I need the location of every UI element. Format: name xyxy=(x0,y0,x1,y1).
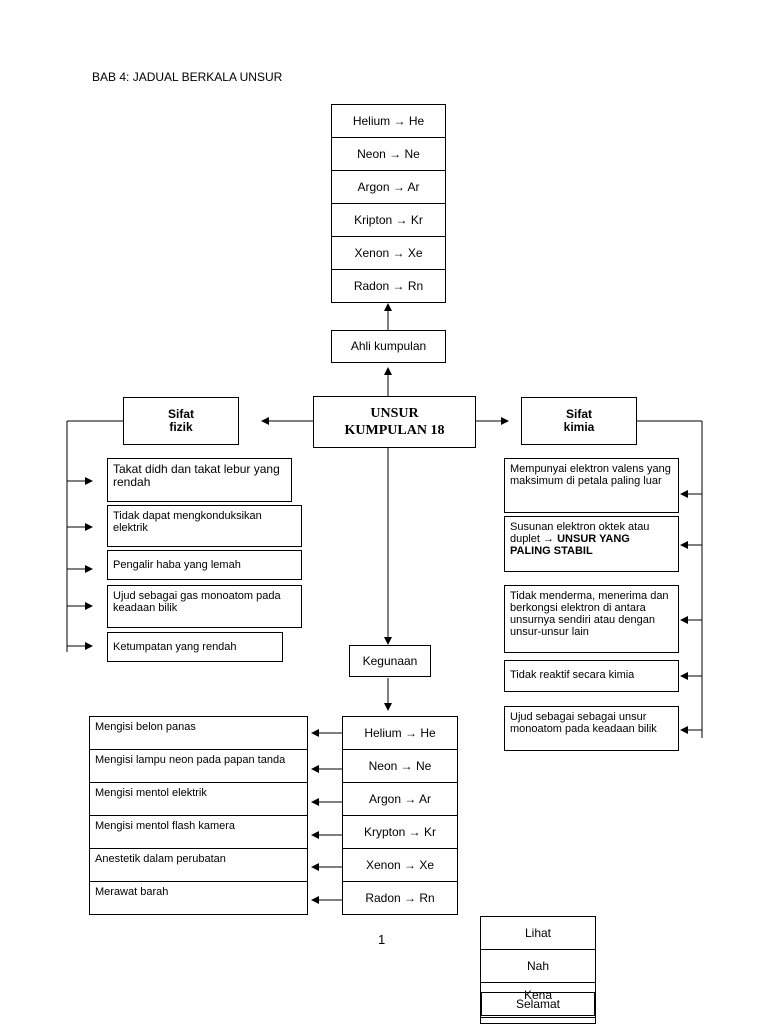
physical-heading-line1: Sifat xyxy=(167,407,194,421)
member-xenon: Xenon → Xe xyxy=(331,236,446,270)
member-argon: Argon → Ar xyxy=(331,170,446,204)
chemical-item-2: Susunan elektron oktek atau duplet → UNS… xyxy=(504,516,679,572)
chemical-heading-line2: kimia xyxy=(563,420,595,434)
uses-label: Kegunaan xyxy=(349,645,431,677)
uses-element-argon: Argon → Ar xyxy=(342,782,458,816)
center-node: UNSUR KUMPULAN 18 xyxy=(313,396,476,448)
chemical-item-1: Mempunyai elektron valens yang maksimum … xyxy=(504,458,679,513)
physical-item-4: Ujud sebagai gas monoatom pada keadaan b… xyxy=(107,585,302,628)
overlay-divider xyxy=(481,1017,595,1018)
member-radon: Radon → Rn xyxy=(331,269,446,303)
chemical-heading-line1: Sifat xyxy=(565,407,592,421)
overlay-item-nah: Nah xyxy=(480,949,596,983)
chemical-item-2-text: Susunan elektron oktek atau duplet → xyxy=(510,521,650,545)
overlay-item-stack: Kena Selamat xyxy=(480,982,596,1024)
use-item-1: Mengisi belon panas xyxy=(89,716,308,750)
member-kripton: Kripton → Kr xyxy=(331,203,446,237)
chemical-item-5: Ujud sebagai sebagai unsur monoatom pada… xyxy=(504,706,679,751)
uses-element-krypton: Krypton → Kr xyxy=(342,815,458,849)
use-item-4: Mengisi mentol flash kamera xyxy=(89,815,308,849)
overlay-item-selamat: Selamat xyxy=(481,992,595,1016)
page-number: 1 xyxy=(378,932,386,947)
chemical-item-2-bold: UNSUR YANG PALING STABIL xyxy=(510,533,630,557)
center-line1: UNSUR xyxy=(370,406,419,421)
center-line2: KUMPULAN 18 xyxy=(344,423,445,438)
physical-heading: Sifat fizik xyxy=(123,397,239,445)
use-item-3: Mengisi mentol elektrik xyxy=(89,782,308,816)
physical-item-2: Tidak dapat mengkonduksikan elektrik xyxy=(107,505,302,547)
uses-element-neon: Neon → Ne xyxy=(342,749,458,783)
physical-heading-line2: fizik xyxy=(169,420,193,434)
overlay-item-kena: Kena xyxy=(523,988,553,1002)
member-neon: Neon → Ne xyxy=(331,137,446,171)
members-label: Ahli kumpulan xyxy=(331,330,446,363)
physical-item-3: Pengalir haba yang lemah xyxy=(107,550,302,580)
chemical-heading: Sifat kimia xyxy=(521,397,637,445)
use-item-5: Anestetik dalam perubatan xyxy=(89,848,308,882)
uses-element-xenon: Xenon → Xe xyxy=(342,848,458,882)
uses-element-radon: Radon → Rn xyxy=(342,881,458,915)
page-title: BAB 4: JADUAL BERKALA UNSUR xyxy=(92,70,283,84)
chemical-item-4: Tidak reaktif secara kimia xyxy=(504,660,679,692)
use-item-2: Mengisi lampu neon pada papan tanda xyxy=(89,749,308,783)
physical-item-1: Takat didh dan takat lebur yang rendah xyxy=(107,458,292,502)
use-item-6: Merawat barah xyxy=(89,881,308,915)
member-helium: Helium → He xyxy=(331,104,446,138)
overlay-item-lihat: Lihat xyxy=(480,916,596,950)
uses-element-helium: Helium → He xyxy=(342,716,458,750)
physical-item-5: Ketumpatan yang rendah xyxy=(107,632,283,662)
chemical-item-3: Tidak menderma, menerima dan berkongsi e… xyxy=(504,585,679,653)
